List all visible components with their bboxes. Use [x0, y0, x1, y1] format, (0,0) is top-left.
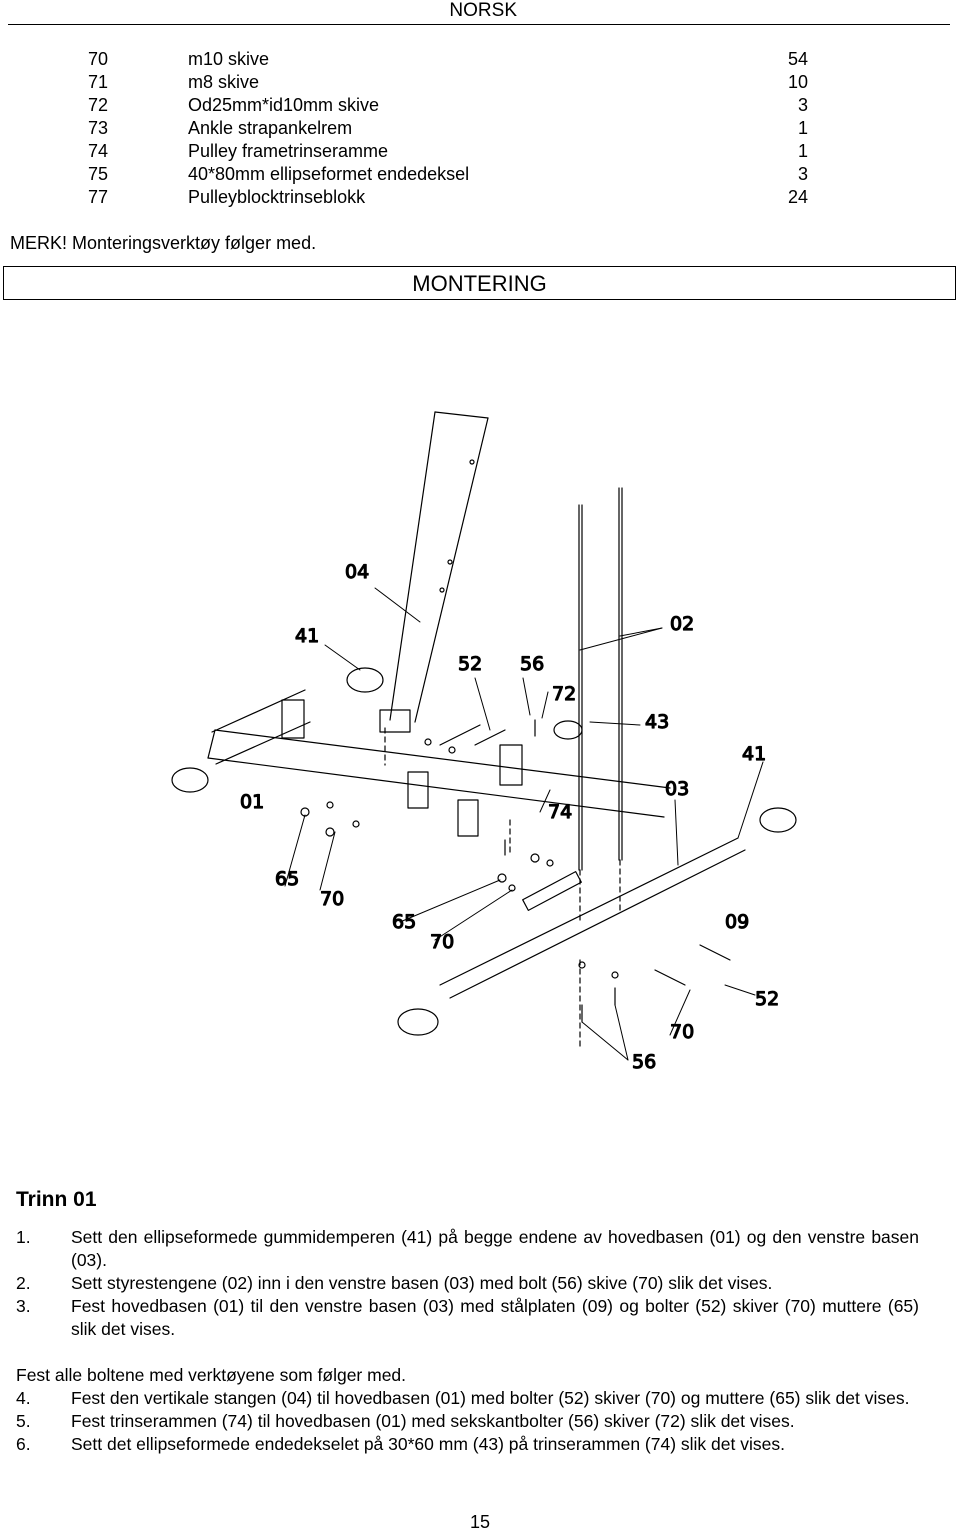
parts-row: 77 Pulleyblocktrinseblokk 24 [88, 186, 808, 209]
part-number: 70 [88, 49, 109, 69]
part-name: m10 skive [188, 49, 270, 69]
parts-row: 74 Pulley frametrinseramme 1 [88, 140, 808, 163]
step-item: 6. Sett det ellipseformede endedekselet … [16, 1433, 919, 1456]
assembly-steps: 1. Sett den ellipseformede gummidemperen… [16, 1226, 919, 1456]
step-number: 5. [16, 1411, 31, 1431]
diagram-label: 72 [552, 683, 576, 705]
step-text: Sett det ellipseformede endedekselet på … [71, 1434, 785, 1454]
parts-row: 72 Od25mm*id10mm skive 3 [88, 94, 808, 117]
header-divider [8, 24, 950, 25]
page-number: 15 [469, 1512, 491, 1532]
step-item: 1. Sett den ellipseformede gummidemperen… [16, 1226, 919, 1272]
step-number: 1. [16, 1227, 31, 1247]
diagram-label: 04 [345, 561, 369, 583]
step-text: Fest hovedbasen (01) til den venstre bas… [71, 1296, 919, 1339]
part-number: 73 [88, 118, 109, 138]
parts-row: 71 m8 skive 10 [88, 71, 808, 94]
part-number: 72 [88, 95, 109, 115]
vertical-stand [389, 411, 489, 723]
diagram-label: 74 [548, 801, 572, 823]
main-base-tube [207, 729, 671, 818]
diagram-label: 09 [725, 911, 749, 933]
diagram-label: 52 [458, 653, 482, 675]
diagram-label: 65 [275, 868, 299, 890]
diagram-label: 70 [430, 931, 454, 953]
part-quantity: 10 [787, 72, 808, 92]
part-number: 77 [88, 187, 109, 207]
part-name: Pulley frametrinseramme [188, 141, 389, 161]
fasteners [300, 719, 731, 1023]
parts-row: 75 40*80mm ellipseformet endedeksel 3 [88, 163, 808, 186]
part-quantity: 1 [797, 141, 808, 161]
step-item: 4. Fest den vertikale stangen (04) til h… [16, 1387, 919, 1410]
part-name: Pulleyblocktrinseblokk [188, 187, 366, 207]
part-name: Ankle strapankelrem [188, 118, 353, 138]
part-quantity: 3 [797, 164, 808, 184]
end-caps [171, 667, 797, 1036]
step-text: Fest trinserammen (74) til hovedbasen (0… [71, 1411, 795, 1431]
step-item: 2. Sett styrestengene (02) inn i den ven… [16, 1272, 919, 1295]
step-item: 5. Fest trinserammen (74) til hovedbasen… [16, 1410, 919, 1433]
step-text: Sett den ellipseformede gummidemperen (4… [71, 1227, 919, 1270]
part-quantity: 54 [787, 49, 808, 69]
part-name: Od25mm*id10mm skive [188, 95, 380, 115]
diagram-label: 41 [742, 743, 766, 765]
step-number: 3. [16, 1296, 31, 1316]
section-header: MONTERING [3, 266, 956, 300]
step-number: 4. [16, 1388, 31, 1408]
diagram-label: 65 [392, 911, 416, 933]
part-number: 75 [88, 164, 109, 184]
parts-row: 73 Ankle strapankelrem 1 [88, 117, 808, 140]
part-name: 40*80mm ellipseformet endedeksel [188, 164, 470, 184]
part-number: 71 [88, 72, 109, 92]
diagram-label: 56 [632, 1051, 656, 1073]
brackets [281, 699, 582, 911]
section-title: MONTERING [412, 271, 547, 296]
diagram-label: 70 [670, 1021, 694, 1043]
step-text: Fest den vertikale stangen (04) til hove… [71, 1388, 910, 1408]
tools-note: MERK! Monteringsverktøy følger med. [10, 233, 317, 253]
step-title: Trinn 01 [16, 1188, 97, 1211]
part-number: 74 [88, 141, 109, 161]
step-number: 6. [16, 1434, 31, 1454]
part-quantity: 1 [797, 118, 808, 138]
diagram-label: 70 [320, 888, 344, 910]
step-number: 2. [16, 1273, 31, 1293]
diagram-label: 03 [665, 778, 689, 800]
step-item: 3. Fest hovedbasen (01) til den venstre … [16, 1295, 919, 1341]
part-quantity: 24 [787, 187, 808, 207]
leader-lines [284, 587, 764, 1061]
diagram-label: 41 [295, 625, 319, 647]
guide-rods [578, 487, 623, 871]
diagram-label: 52 [755, 988, 779, 1010]
diagram-label: 43 [645, 711, 669, 733]
header-language: NORSK [449, 0, 517, 21]
step-text: Sett styrestengene (02) inn i den venstr… [71, 1273, 773, 1293]
assembly-diagram: 04 41 52 56 72 02 43 41 01 74 03 65 70 6… [171, 411, 797, 1074]
parts-list: 70 m10 skive 54 71 m8 skive 10 72 Od25mm… [88, 48, 808, 209]
diagram-label: 01 [240, 791, 264, 813]
front-end-tube [211, 689, 311, 765]
left-base-tube [439, 837, 746, 999]
parts-row: 70 m10 skive 54 [88, 48, 808, 71]
part-quantity: 3 [797, 95, 808, 115]
diagram-label: 56 [520, 653, 544, 675]
part-name: m8 skive [188, 72, 260, 92]
steps-note: Fest alle boltene med verktøyene som føl… [16, 1365, 407, 1385]
diagram-label: 02 [670, 613, 694, 635]
assembly-guides [384, 727, 621, 1051]
